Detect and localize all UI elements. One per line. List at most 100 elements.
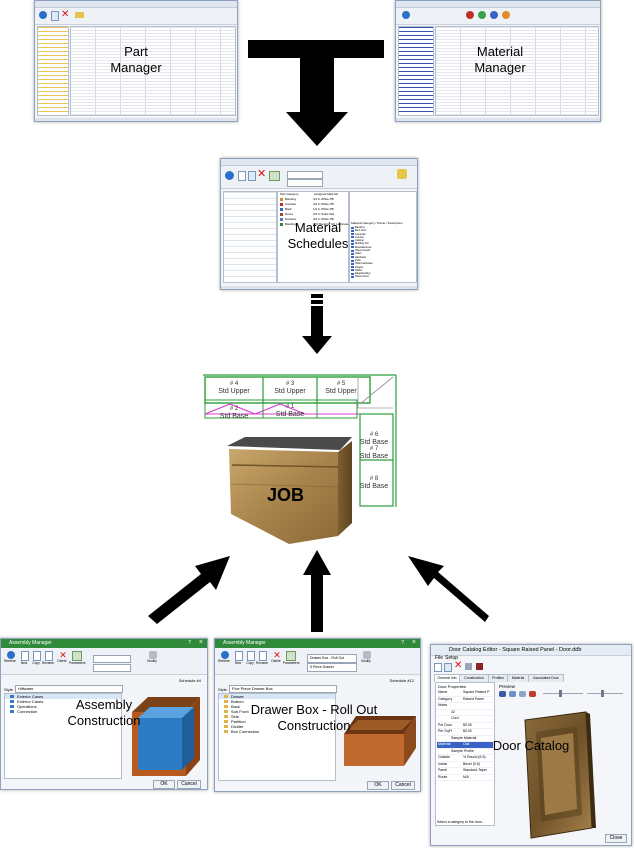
ok-button[interactable]: OK xyxy=(367,781,389,790)
option-dropdown[interactable]: Drawer Box - Roll Out xyxy=(307,654,357,663)
close-icon[interactable]: × xyxy=(198,639,203,646)
part-category-tree[interactable] xyxy=(37,26,69,116)
material-list-item[interactable]: Glass xyxy=(351,252,415,255)
tree-item[interactable]: Drawer xyxy=(219,694,335,699)
zoom-slider-thumb[interactable] xyxy=(559,690,562,697)
material-list-item[interactable]: Sheet Items xyxy=(351,275,415,278)
parameters-icon[interactable] xyxy=(269,171,280,181)
delete-button[interactable]: ✕Delete xyxy=(57,651,69,671)
export-icon[interactable] xyxy=(476,663,483,670)
door-property-row[interactable]: Sample Material xyxy=(437,736,493,742)
apply-icon[interactable] xyxy=(397,169,407,179)
material-list-panel[interactable]: Material Category / Name / Description B… xyxy=(349,191,417,283)
schedule-properties-panel[interactable] xyxy=(223,191,277,283)
material-list-item[interactable]: Pulls xyxy=(351,259,415,262)
menu-setup[interactable]: Setup xyxy=(445,655,459,661)
schedule-dropdown[interactable] xyxy=(93,655,131,663)
close-icon[interactable]: × xyxy=(411,639,416,646)
rotate-slider-thumb[interactable] xyxy=(601,690,604,697)
close-button[interactable]: Close xyxy=(605,834,627,843)
retrieve-button[interactable]: Retrieve xyxy=(4,651,17,671)
new-button[interactable]: New xyxy=(233,651,245,671)
material-list-item[interactable]: Bent Item xyxy=(351,229,415,232)
rename-button[interactable]: Rename xyxy=(42,651,55,671)
help-button[interactable]: ? xyxy=(188,640,191,646)
tree-item[interactable]: Connection xyxy=(5,709,121,714)
door-property-row[interactable]: Per SqFt$0.00 xyxy=(437,729,493,736)
material-list-item[interactable]: Hinges xyxy=(351,266,415,269)
option-dropdown-2[interactable]: 5 Piece Drawer xyxy=(307,663,357,672)
green-material-icon[interactable] xyxy=(478,11,486,19)
material-list-item[interactable]: Slide Hardware xyxy=(351,262,415,265)
material-list-item[interactable]: Molding Set xyxy=(351,242,415,245)
material-list-item[interactable]: Banding xyxy=(351,226,415,229)
tree-item[interactable]: Exterior Cases xyxy=(5,694,121,699)
cancel-button[interactable]: Cancel xyxy=(391,781,415,790)
modify-button[interactable]: Modify xyxy=(147,651,159,671)
new-icon[interactable] xyxy=(434,663,442,672)
parameters-button[interactable]: Parameters xyxy=(69,651,85,671)
material-list-item[interactable]: Laminate xyxy=(351,233,415,236)
material-list-item[interactable]: Edgebanding xyxy=(351,272,415,275)
door-property-row[interactable]: Per Door$0.00 xyxy=(437,723,493,729)
part-grid[interactable] xyxy=(70,26,236,116)
delete-icon[interactable]: ✕ xyxy=(454,660,463,671)
material-list-item[interactable]: Hardware xyxy=(351,256,415,259)
copy-icon[interactable] xyxy=(248,171,256,181)
view-icon-3[interactable] xyxy=(519,691,526,697)
tree-item[interactable]: Back xyxy=(219,704,335,709)
tree-item[interactable]: Exterior Cases xyxy=(5,699,121,704)
material-list-item[interactable]: Slides xyxy=(351,269,415,272)
tree-item[interactable]: Box Connection xyxy=(219,729,335,734)
parameters-button[interactable]: Parameters xyxy=(283,651,299,671)
view-icon-2[interactable] xyxy=(509,691,516,697)
ok-button[interactable]: OK xyxy=(153,780,175,789)
door-property-row[interactable]: 42 xyxy=(437,710,493,716)
schedule-dropdown-2[interactable] xyxy=(287,179,323,187)
new-button[interactable]: New xyxy=(19,651,31,671)
view-icon-4[interactable] xyxy=(529,691,536,697)
material-list-item[interactable]: Sheet Goods xyxy=(351,249,415,252)
rename-button[interactable]: Rename xyxy=(256,651,269,671)
material-list-item[interactable]: Cabinet xyxy=(351,239,415,242)
material-list-item[interactable]: Lumber xyxy=(351,236,415,239)
door-property-row[interactable]: Sample Profile xyxy=(437,749,493,755)
schedule-dropdown[interactable] xyxy=(287,171,323,179)
material-grid[interactable] xyxy=(435,26,599,116)
tree-item[interactable]: Bottom xyxy=(219,699,335,704)
orange-material-icon[interactable] xyxy=(502,11,510,19)
rotate-slider[interactable] xyxy=(587,693,623,694)
tools-icon[interactable] xyxy=(465,663,472,670)
copy-icon[interactable] xyxy=(51,11,59,21)
copy-button[interactable]: Copy xyxy=(245,651,257,671)
material-list-item[interactable]: Miscellaneous xyxy=(351,246,415,249)
menu-file[interactable]: File xyxy=(435,655,444,661)
door-property-row[interactable]: Cord xyxy=(437,716,493,723)
retrieve-icon[interactable] xyxy=(402,11,410,19)
copy-icon[interactable] xyxy=(444,663,452,672)
delete-icon[interactable]: ✕ xyxy=(61,9,70,20)
retrieve-icon[interactable] xyxy=(225,171,234,180)
copy-button[interactable]: Copy xyxy=(31,651,43,671)
delete-icon[interactable]: ✕ xyxy=(257,168,267,180)
door-tab[interactable]: Associated Door xyxy=(528,674,564,682)
style-dropdown[interactable]: Hillwater xyxy=(15,685,123,693)
retrieve-icon[interactable] xyxy=(39,11,47,19)
help-button[interactable]: ? xyxy=(401,640,404,646)
tree-item[interactable]: Divider xyxy=(219,724,335,729)
door-property-row[interactable]: Notes xyxy=(437,703,493,710)
tree-item[interactable]: Sub Front xyxy=(219,709,335,714)
